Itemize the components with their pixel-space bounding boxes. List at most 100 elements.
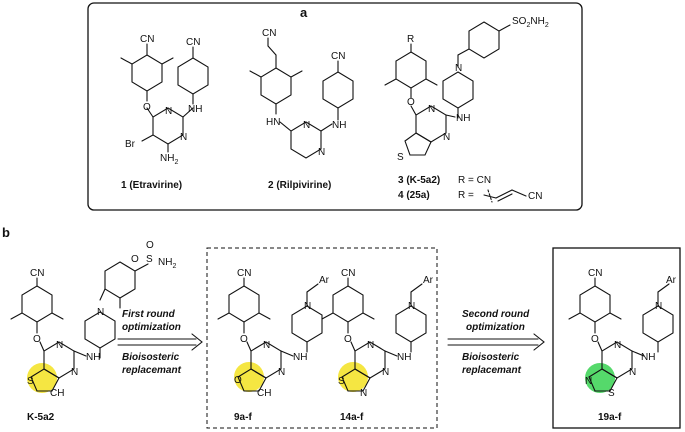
r-def-vinyl-prefix: R = xyxy=(458,190,474,201)
cpd14-pip-n: N xyxy=(408,301,415,312)
cpd14-nh: NH xyxy=(397,352,411,363)
etravirine-n2: N xyxy=(180,132,187,143)
etravirine-nh2: NH2 xyxy=(160,153,178,166)
cpd9-pip-n: N xyxy=(304,301,311,312)
k5a2-o: O xyxy=(407,97,415,108)
arrow2-bottom-line1: Bioisosteric xyxy=(462,352,520,363)
k5a2-b-ch: CH xyxy=(50,388,64,399)
rilpivirine-nh: NH xyxy=(332,120,346,131)
cpd14-n1: N xyxy=(367,340,374,351)
etravirine-br: Br xyxy=(125,139,136,150)
r-def-vinyl-cn: CN xyxy=(528,191,542,202)
arrow1-top-line1: First round xyxy=(122,309,176,320)
cpd9-n2: N xyxy=(278,367,285,378)
k5a2-r: R xyxy=(407,34,414,45)
arrow-second-round xyxy=(447,333,545,351)
rilpivirine-cn-a: CN xyxy=(262,28,276,39)
k5a2-b-nh2-subscript: 2 xyxy=(172,263,176,270)
k5a2-b-cn: CN xyxy=(30,268,44,279)
arrow2-top-line1: Second round xyxy=(462,309,530,320)
caption-19af: 19a-f xyxy=(598,412,622,423)
cpd9-cn: CN xyxy=(237,268,251,279)
k5a2-nh-subscript: 2 xyxy=(545,22,549,29)
cpd19-nh: NH xyxy=(641,352,655,363)
caption-25a: 4 (25a) xyxy=(398,190,430,201)
compound-19af-structure xyxy=(568,277,674,393)
k5a2-nh: NH xyxy=(456,113,470,124)
k5a2-b-nh2: NH2 xyxy=(158,257,176,270)
panel-a-label: a xyxy=(300,5,308,20)
rilpivirine-n1: N xyxy=(303,120,310,131)
etravirine-nh2-subscript: 2 xyxy=(174,159,178,166)
rilpivirine-hn: HN xyxy=(266,117,280,128)
cpd19-o: O xyxy=(591,334,599,345)
k5a2-n2: N xyxy=(443,132,450,143)
cpd14-o: O xyxy=(344,334,352,345)
caption-9af: 9a-f xyxy=(234,412,252,423)
caption-k5a2: 3 (K-5a2) xyxy=(398,175,440,186)
k5a2-b-o-left: O xyxy=(131,254,139,265)
arrow-first-round xyxy=(117,333,203,351)
caption-14af: 14a-f xyxy=(340,412,364,423)
cpd19-pip-n: N xyxy=(655,301,662,312)
k5a2-so-subscript: 2 xyxy=(526,22,530,29)
cpd9-n1: N xyxy=(263,340,270,351)
arrow2-bottom-line2: replacemant xyxy=(462,365,522,376)
k5a2-so-text: SO xyxy=(512,16,527,27)
arrow1-bottom-line1: Bioisosteric xyxy=(122,352,180,363)
cpd19-thiazole-n: N xyxy=(585,376,592,387)
k5a2-structure-panel-a xyxy=(384,21,511,156)
rilpivirine-structure xyxy=(249,37,354,159)
arrow1-top-line2: optimization xyxy=(122,322,181,333)
etravirine-cn-b: CN xyxy=(186,37,200,48)
caption-etravirine: 1 (Etravirine) xyxy=(121,180,182,191)
cpd19-n2: N xyxy=(629,367,636,378)
arrow2-top-line2: optimization xyxy=(466,322,525,333)
cpd14-s: S xyxy=(338,376,345,387)
cpd19-ar: Ar xyxy=(666,275,677,286)
k5a2-b-o-top: O xyxy=(146,240,154,251)
cpd9-o-linker: O xyxy=(240,334,248,345)
k5a2-structure-panel-b xyxy=(10,261,149,393)
cpd9-furan-o: O xyxy=(234,375,242,386)
final-compound-box xyxy=(552,247,681,429)
k5a2-nh-text: NH xyxy=(530,16,544,27)
k5a2-so2nh2: SO2NH2 xyxy=(512,16,549,29)
compound-14af-structure xyxy=(321,277,427,392)
rilpivirine-cn-b: CN xyxy=(331,51,345,62)
cpd14-ar: Ar xyxy=(423,275,434,286)
cpd9-nh: NH xyxy=(293,352,307,363)
k5a2-b-nh2-text: NH xyxy=(158,257,172,268)
k5a2-s: S xyxy=(397,152,404,163)
r-def-cn: R = CN xyxy=(458,175,491,186)
k5a2-b-s: S xyxy=(27,376,34,387)
etravirine-o: O xyxy=(143,102,151,113)
k5a2-b-nh: NH xyxy=(86,352,100,363)
cpd14-n2: N xyxy=(382,367,389,378)
caption-rilpivirine: 2 (Rilpivirine) xyxy=(268,180,331,191)
cpd9-ch: CH xyxy=(257,388,271,399)
k5a2-b-pip-n: N xyxy=(97,307,104,318)
cpd14-cn: CN xyxy=(341,268,355,279)
etravirine-nh: NH xyxy=(188,104,202,115)
intermediate-dashed-box xyxy=(206,247,438,429)
k5a2-b-n1: N xyxy=(56,340,63,351)
etravirine-n1: N xyxy=(165,106,172,117)
rilpivirine-n2: N xyxy=(318,147,325,158)
k5a2-pip-n: N xyxy=(455,63,462,74)
etravirine-structure xyxy=(120,43,209,153)
cpd9-ar: Ar xyxy=(319,275,330,286)
caption-k5a2-b: K-5a2 xyxy=(27,412,55,423)
arrow1-bottom-line2: replacemant xyxy=(122,365,182,376)
etravirine-nh2-text: NH xyxy=(160,153,174,164)
cpd14-thiazole-n: N xyxy=(360,388,367,399)
panel-b-label: b xyxy=(2,225,10,240)
cpd19-n1: N xyxy=(614,340,621,351)
cpd19-s: S xyxy=(608,388,615,399)
k5a2-b-o: O xyxy=(33,334,41,345)
k5a2-b-n2: N xyxy=(71,367,78,378)
cpd19-cn: CN xyxy=(588,268,602,279)
k5a2-n1: N xyxy=(428,104,435,115)
panel-a-frame xyxy=(87,2,583,211)
etravirine-cn-a: CN xyxy=(140,34,154,45)
